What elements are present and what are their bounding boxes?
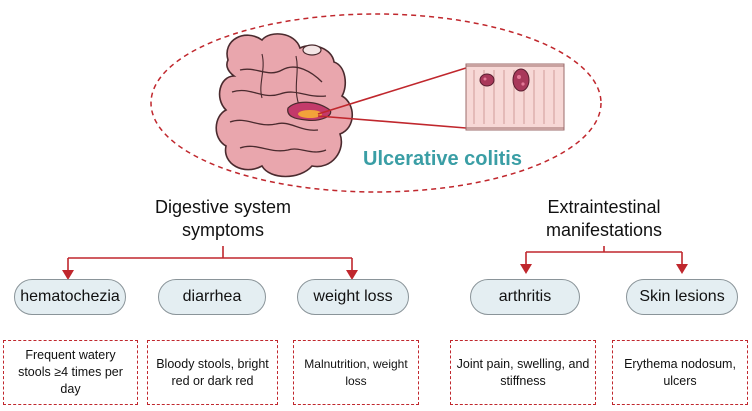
description-box-skin-lesions: Erythema nodosum, ulcers: [612, 340, 748, 405]
category-digestive: Digestive system symptoms: [123, 196, 323, 242]
diagram-title: Ulcerative colitis: [363, 148, 522, 170]
symptom-pill-weight-loss: weight loss: [297, 279, 409, 315]
category-digestive-line2: symptoms: [181, 220, 264, 240]
symptom-pill-skin-lesions: Skin lesions: [626, 279, 738, 315]
ulcer-icon: [479, 68, 530, 92]
symptom-pill-diarrhea: diarrhea: [158, 279, 266, 315]
zoom-line-lower: [317, 115, 467, 129]
category-extraintestinal-line2: manifestations: [545, 220, 663, 240]
dashed-ellipse: [150, 13, 602, 193]
description-box-hematochezia: Frequent watery stools ≥4 times per day: [3, 340, 138, 405]
symptom-pill-arthritis: arthritis: [470, 279, 580, 315]
description-box-arthritis: Joint pain, swelling, and stiffness: [450, 340, 596, 405]
colon-segment-icon: [465, 63, 565, 131]
intestine-illustration-icon: [215, 33, 354, 178]
description-box-diarrhea: Bloody stools, bright red or dark red: [147, 340, 278, 405]
digestive-connector: [62, 246, 358, 280]
zoom-line-upper: [317, 67, 467, 115]
category-extraintestinal-line1: Extraintestinal: [547, 197, 661, 217]
extraintestinal-connector: [520, 246, 688, 274]
category-digestive-line1: Digestive system: [154, 197, 292, 217]
symptom-pill-hematochezia: hematochezia: [14, 279, 126, 315]
description-box-weight-loss: Malnutrition, weight loss: [293, 340, 419, 405]
category-extraintestinal: Extraintestinal manifestations: [504, 196, 704, 242]
